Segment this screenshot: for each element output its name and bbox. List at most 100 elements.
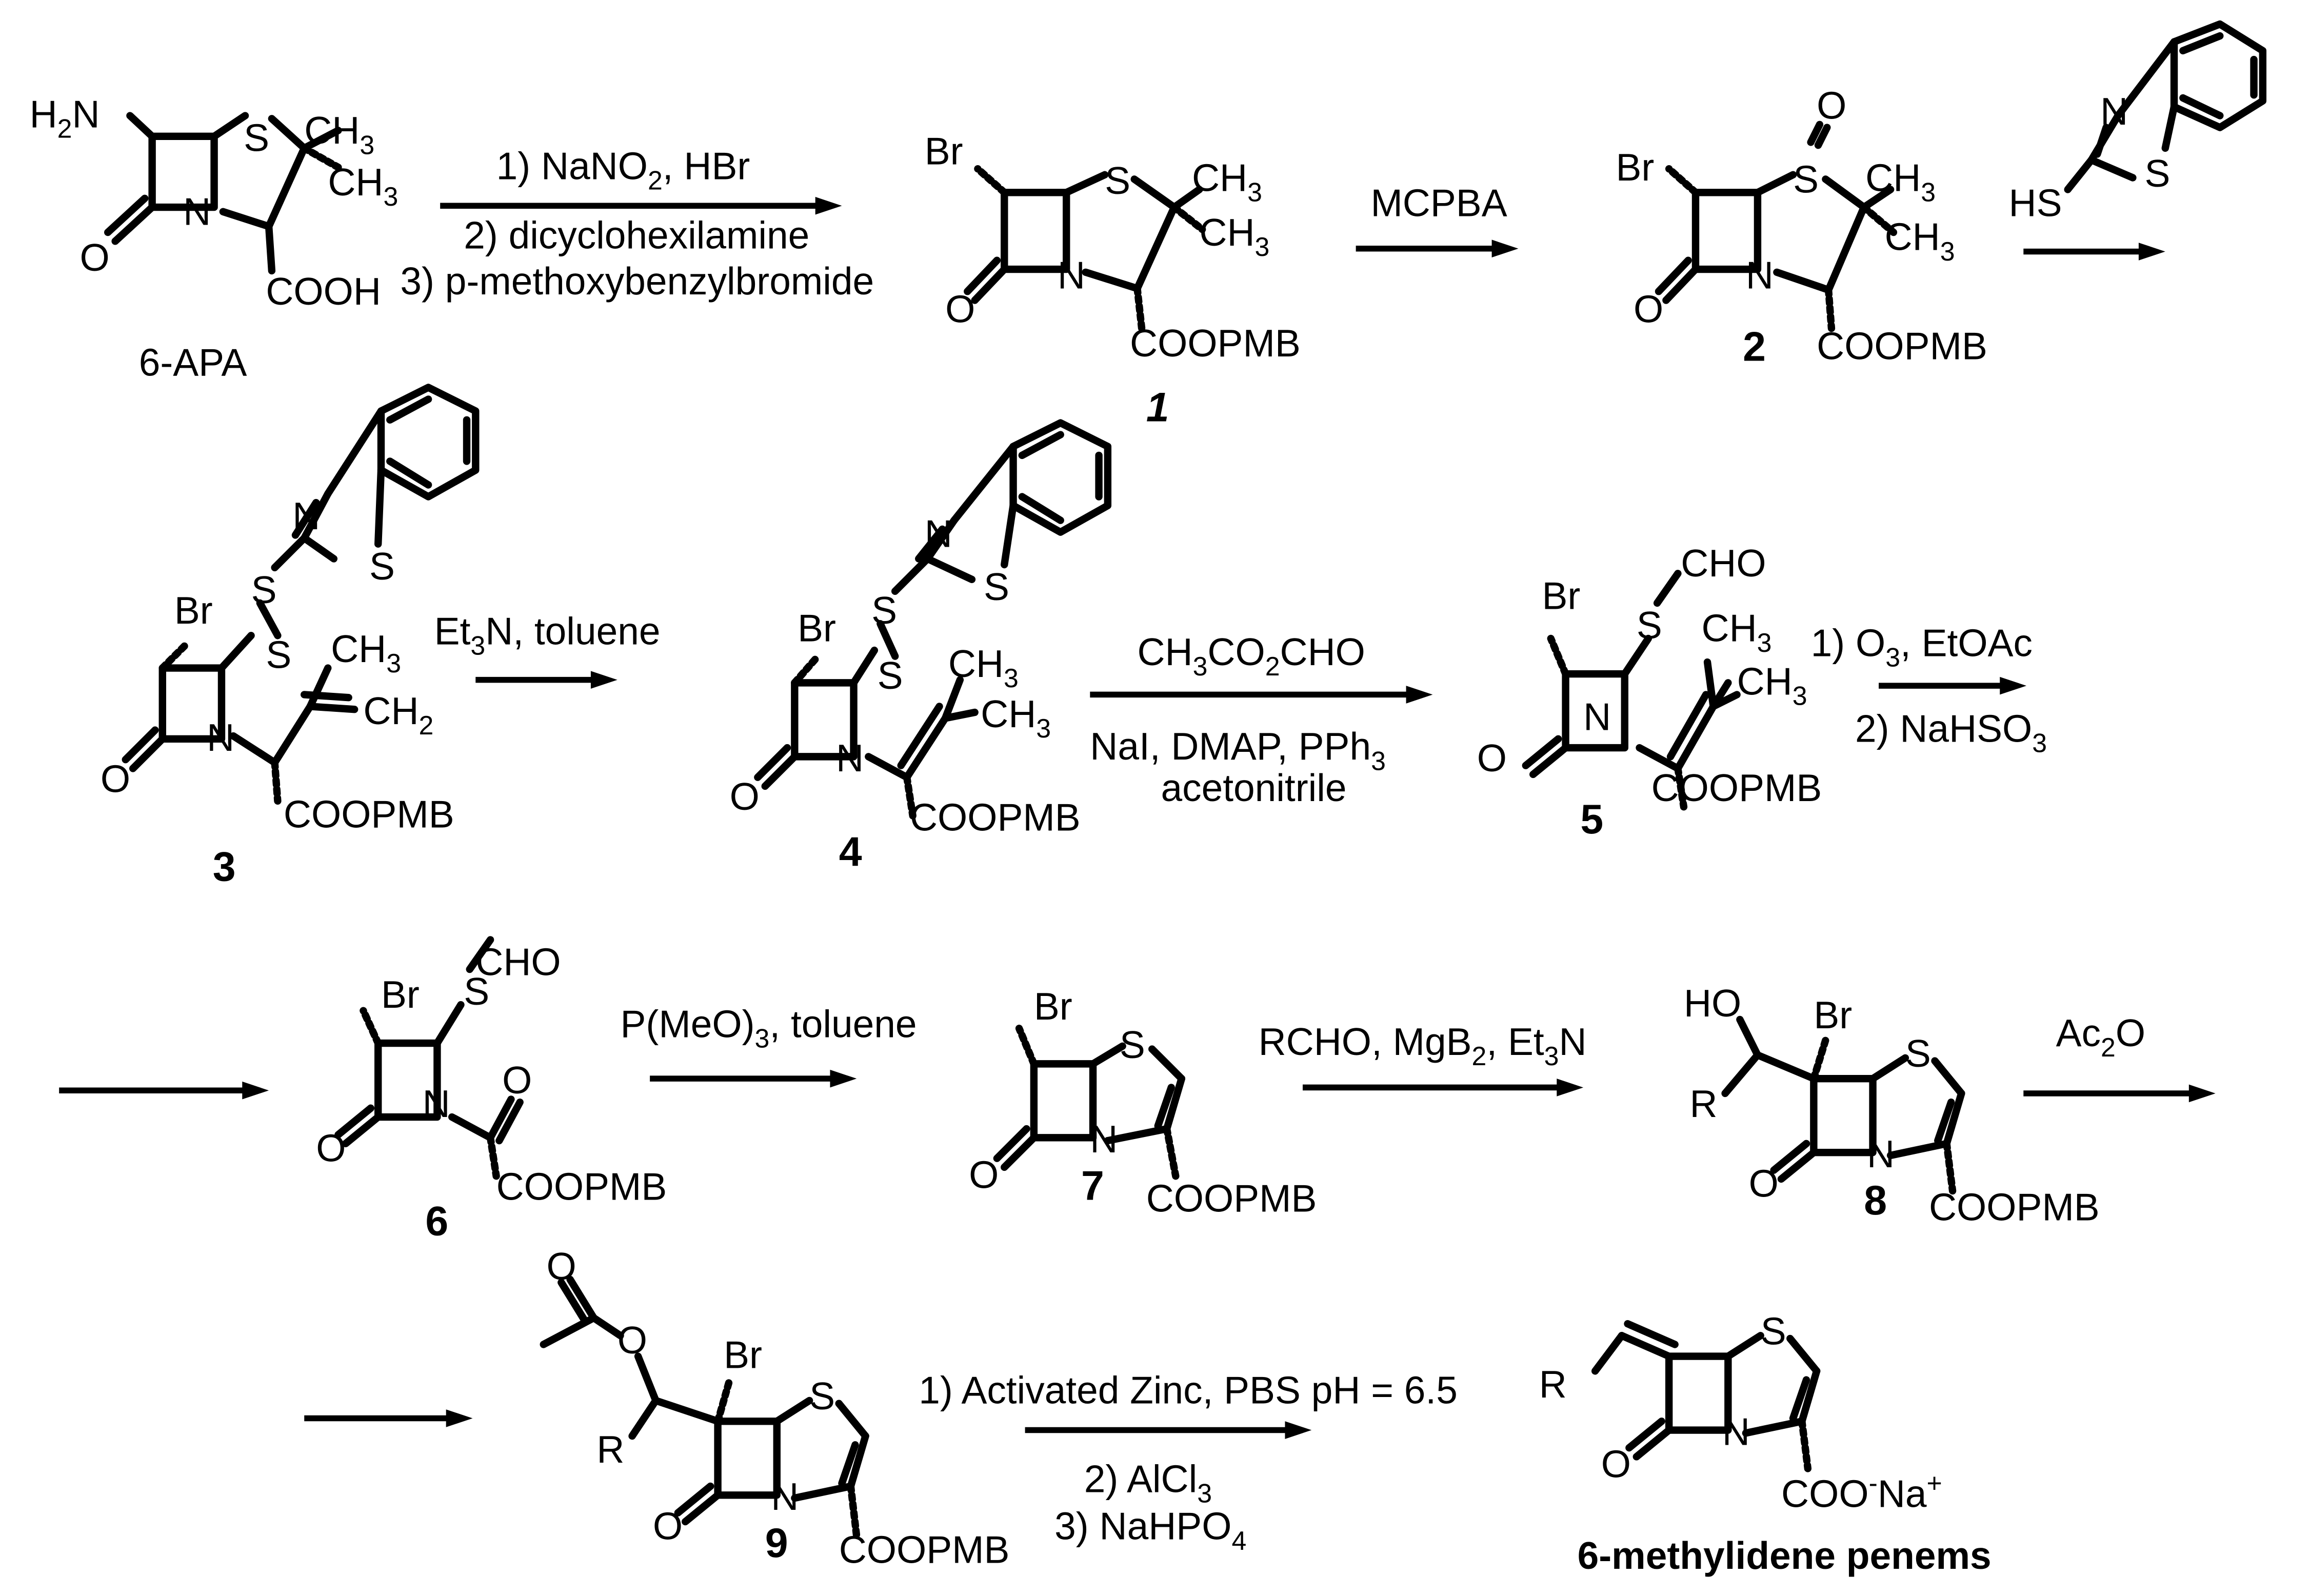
- svg-text:Br: Br: [174, 589, 213, 632]
- svg-text:O: O: [618, 1319, 647, 1362]
- svg-text:S: S: [1637, 604, 1662, 647]
- svg-text:S: S: [1905, 1032, 1931, 1075]
- svg-text:O: O: [547, 1245, 576, 1288]
- svg-text:COOPMB: COOPMB: [1929, 1186, 2100, 1229]
- svg-text:3) p-methoxybenzylbromide: 3) p-methoxybenzylbromide: [400, 260, 874, 303]
- svg-text:O: O: [1634, 288, 1663, 331]
- svg-text:O: O: [945, 288, 975, 331]
- svg-text:N: N: [1090, 1118, 1118, 1161]
- reagent-mercaptobenzothiazole: N S HS: [2009, 20, 2267, 224]
- reaction-arrow-5: CH3CO2CHO NaI, DMAP, PPh3 acetonitrile: [1090, 630, 1433, 809]
- svg-text:N: N: [292, 494, 320, 537]
- svg-text:Br: Br: [1814, 993, 1852, 1036]
- reaction-arrow-10: Ac2O: [2023, 1011, 2216, 1103]
- svg-text:N: N: [2100, 90, 2128, 133]
- svg-text:CH2: CH2: [363, 689, 433, 740]
- reaction-arrow-7: [59, 1081, 269, 1100]
- svg-text:N: N: [183, 190, 211, 233]
- svg-text:1) NaNO2, HBr: 1) NaNO2, HBr: [496, 144, 750, 195]
- svg-text:S: S: [369, 545, 395, 588]
- svg-text:COOPMB: COOPMB: [1130, 322, 1301, 365]
- svg-text:Br: Br: [1034, 985, 1072, 1028]
- compound-label-1: 1: [1146, 385, 1169, 431]
- svg-text:CHO: CHO: [475, 941, 561, 984]
- svg-text:HO: HO: [1684, 982, 1741, 1025]
- svg-text:CH3: CH3: [1199, 211, 1269, 262]
- reaction-arrow-2: MCPBA: [1356, 181, 1519, 257]
- compound-8: HO Br R S O N COOPMB 8: [1684, 982, 2100, 1228]
- svg-text:H2N: H2N: [30, 93, 100, 144]
- svg-text:S: S: [2144, 152, 2170, 195]
- reaction-arrow-12: 1) Activated Zinc, PBS pH = 6.5 2) AlCl3…: [919, 1369, 1458, 1555]
- compound-label-8: 8: [1864, 1178, 1887, 1224]
- svg-text:COOPMB: COOPMB: [496, 1165, 667, 1208]
- svg-text:RCHO, MgB2, Et3N: RCHO, MgB2, Et3N: [1259, 1020, 1587, 1071]
- svg-text:COO-Na+: COO-Na+: [1781, 1468, 1942, 1515]
- compound-4: N S S S Br CH3 CH3 O N COOPMB 4: [730, 419, 1112, 875]
- svg-text:P(MeO)3, toluene: P(MeO)3, toluene: [621, 1003, 917, 1053]
- svg-text:N: N: [1583, 695, 1611, 739]
- svg-text:O: O: [101, 757, 130, 800]
- reaction-arrow-3: [2023, 243, 2165, 261]
- svg-text:O: O: [653, 1505, 683, 1548]
- compound-label-7: 7: [1081, 1163, 1104, 1209]
- reaction-arrow-4: Et3N, toluene: [434, 610, 660, 689]
- compound-7: Br S O N COOPMB 7: [969, 985, 1317, 1220]
- svg-text:Br: Br: [798, 607, 836, 650]
- svg-text:N: N: [1867, 1132, 1895, 1175]
- svg-text:R: R: [1539, 1363, 1567, 1406]
- compound-label-2: 2: [1743, 324, 1766, 370]
- svg-text:S: S: [266, 633, 291, 676]
- svg-text:Ac2O: Ac2O: [2056, 1011, 2145, 1062]
- compound-label-product: 6-methylidene penems: [1578, 1534, 1992, 1577]
- svg-text:CH3: CH3: [1192, 156, 1262, 207]
- svg-text:S: S: [984, 565, 1009, 608]
- svg-text:O: O: [502, 1059, 532, 1102]
- svg-text:O: O: [730, 775, 760, 818]
- svg-text:S: S: [1793, 157, 1819, 201]
- svg-text:Br: Br: [925, 130, 963, 173]
- svg-text:CH3: CH3: [1865, 156, 1936, 207]
- svg-text:S: S: [464, 970, 489, 1013]
- svg-text:O: O: [1601, 1443, 1631, 1486]
- svg-text:O: O: [1477, 736, 1507, 780]
- svg-text:O: O: [316, 1126, 346, 1169]
- compound-6: CHO Br S O O N COOPMB 6: [316, 936, 667, 1244]
- svg-text:O: O: [1817, 84, 1846, 127]
- compound-6-apa: H2N S CH3 CH3 O N COOH 6-APA: [30, 93, 399, 384]
- svg-text:NaI, DMAP, PPh3: NaI, DMAP, PPh3: [1090, 725, 1386, 775]
- reaction-arrow-8: P(MeO)3, toluene: [621, 1003, 917, 1088]
- svg-text:CH3: CH3: [1737, 660, 1807, 710]
- svg-text:COOPMB: COOPMB: [839, 1528, 1010, 1571]
- svg-text:CH3: CH3: [328, 161, 398, 211]
- reaction-arrow-1: 1) NaNO2, HBr 2) dicyclohexilamine 3) p-…: [400, 144, 874, 303]
- svg-text:N: N: [423, 1082, 450, 1125]
- svg-text:Br: Br: [1616, 146, 1654, 189]
- svg-text:CH3: CH3: [331, 627, 401, 678]
- svg-text:HS: HS: [2009, 181, 2062, 224]
- svg-text:2) dicyclohexilamine: 2) dicyclohexilamine: [464, 214, 809, 257]
- svg-text:N: N: [1746, 253, 1774, 296]
- compound-3: N S S S Br CH3 CH2 O N COOPMB 3: [101, 384, 480, 890]
- svg-text:Br: Br: [381, 973, 420, 1016]
- compound-label-6: 6: [425, 1198, 448, 1244]
- svg-text:CH3: CH3: [981, 692, 1051, 743]
- svg-text:N: N: [836, 736, 864, 780]
- svg-text:S: S: [878, 654, 903, 697]
- svg-text:Br: Br: [724, 1333, 762, 1376]
- svg-text:MCPBA: MCPBA: [1370, 181, 1507, 224]
- svg-text:CHO: CHO: [1681, 542, 1766, 585]
- svg-text:Br: Br: [1542, 574, 1581, 617]
- svg-text:CH3CO2CHO: CH3CO2CHO: [1137, 630, 1365, 681]
- svg-text:S: S: [809, 1374, 835, 1418]
- svg-text:S: S: [1120, 1023, 1145, 1066]
- reaction-arrow-6: 1) O3, EtOAc 2) NaHSO3: [1811, 622, 2047, 758]
- svg-text:R: R: [1689, 1082, 1717, 1125]
- svg-text:acetonitrile: acetonitrile: [1161, 766, 1347, 809]
- compound-9: O O Br R S O N COOPMB 9: [540, 1245, 1010, 1571]
- svg-text:S: S: [244, 116, 269, 159]
- svg-text:N: N: [925, 512, 952, 555]
- compound-6-methylidene-penem: R S O N COO-Na+ 6-methylidene penems: [1539, 1310, 1992, 1578]
- compound-label-4: 4: [839, 829, 862, 875]
